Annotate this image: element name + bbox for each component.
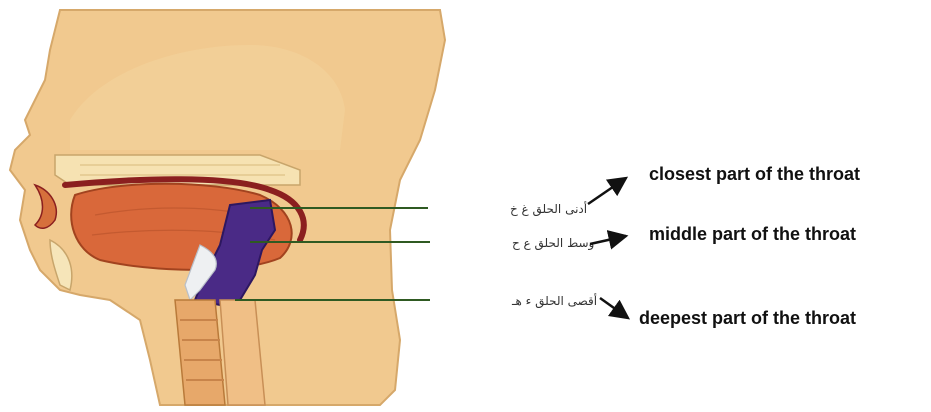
english-label-closest: closest part of the throat — [649, 164, 860, 184]
english-label-deepest: deepest part of the throat — [639, 308, 856, 328]
arrow-closest — [588, 178, 626, 204]
english-label-middle: middle part of the throat — [649, 224, 856, 244]
arabic-label-deepest: أقصى الحلق ء هـ — [511, 293, 597, 309]
arabic-label-closest: أدنى الحلق غ خ — [510, 201, 587, 217]
arrow-middle — [590, 236, 626, 244]
arabic-label-middle: وسط الحلق ع ح — [512, 236, 594, 251]
arrow-deepest — [600, 298, 628, 318]
